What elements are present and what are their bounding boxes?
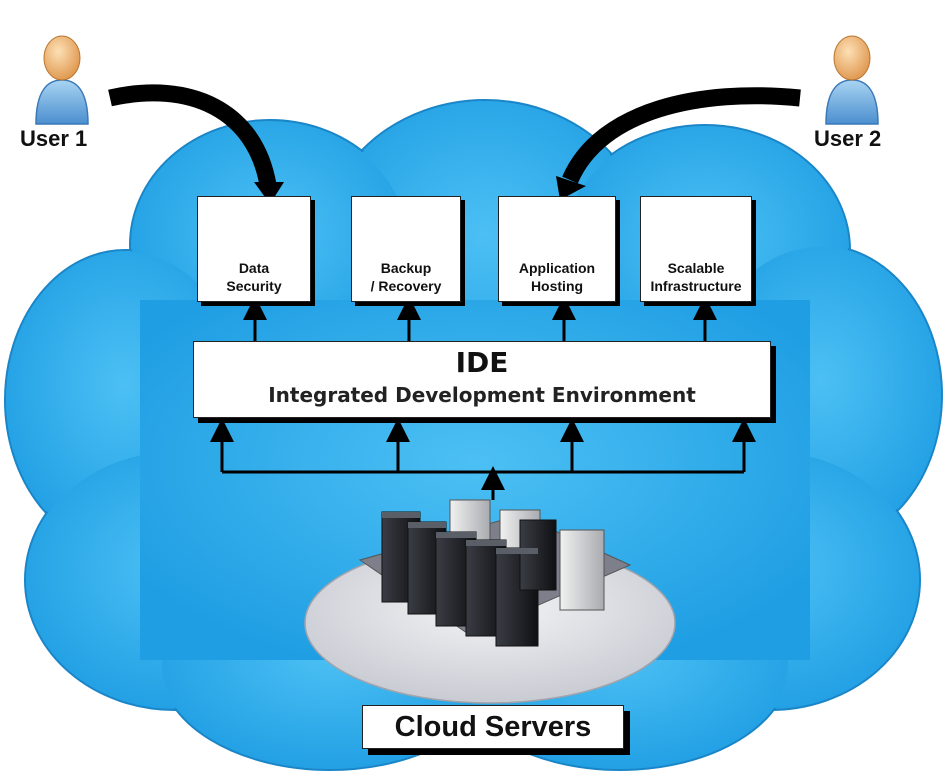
user-1-label: User 1: [20, 126, 88, 151]
service-label-line2: Hosting: [530, 278, 584, 294]
service-label-line2: / Recovery: [370, 278, 442, 294]
ide-title: IDE: [455, 346, 509, 379]
service-label-line2: Infrastructure: [650, 278, 742, 294]
user-2-label: User 2: [814, 126, 882, 151]
ide-subtitle: Integrated Development Environment: [268, 383, 696, 407]
service-box-data-security: Data Security: [197, 196, 311, 302]
cloud-servers-label: Cloud Servers: [394, 711, 592, 743]
service-box-backup-recovery: Backup / Recovery: [351, 196, 461, 302]
user-1-icon: [35, 35, 89, 125]
ide-to-services-arrows: [243, 296, 717, 341]
service-label-line1: Scalable: [667, 260, 725, 276]
cloud-servers-box: Cloud Servers: [362, 705, 624, 749]
service-label-line1: Backup: [380, 260, 432, 276]
service-box-application-hosting: Application Hosting: [498, 196, 616, 302]
service-label-line1: Data: [238, 260, 270, 276]
service-box-scalable-infrastructure: Scalable Infrastructure: [640, 196, 752, 302]
user-2-arrow: [556, 87, 801, 200]
service-label-line1: Application: [518, 260, 596, 276]
ide-box: IDE Integrated Development Environment: [193, 341, 771, 418]
user-2-icon: [825, 35, 879, 125]
user-1-arrow: [108, 84, 284, 204]
service-label-line2: Security: [226, 278, 282, 294]
servers-to-ide-connector: [210, 418, 756, 500]
server-farm-image: [304, 499, 676, 704]
